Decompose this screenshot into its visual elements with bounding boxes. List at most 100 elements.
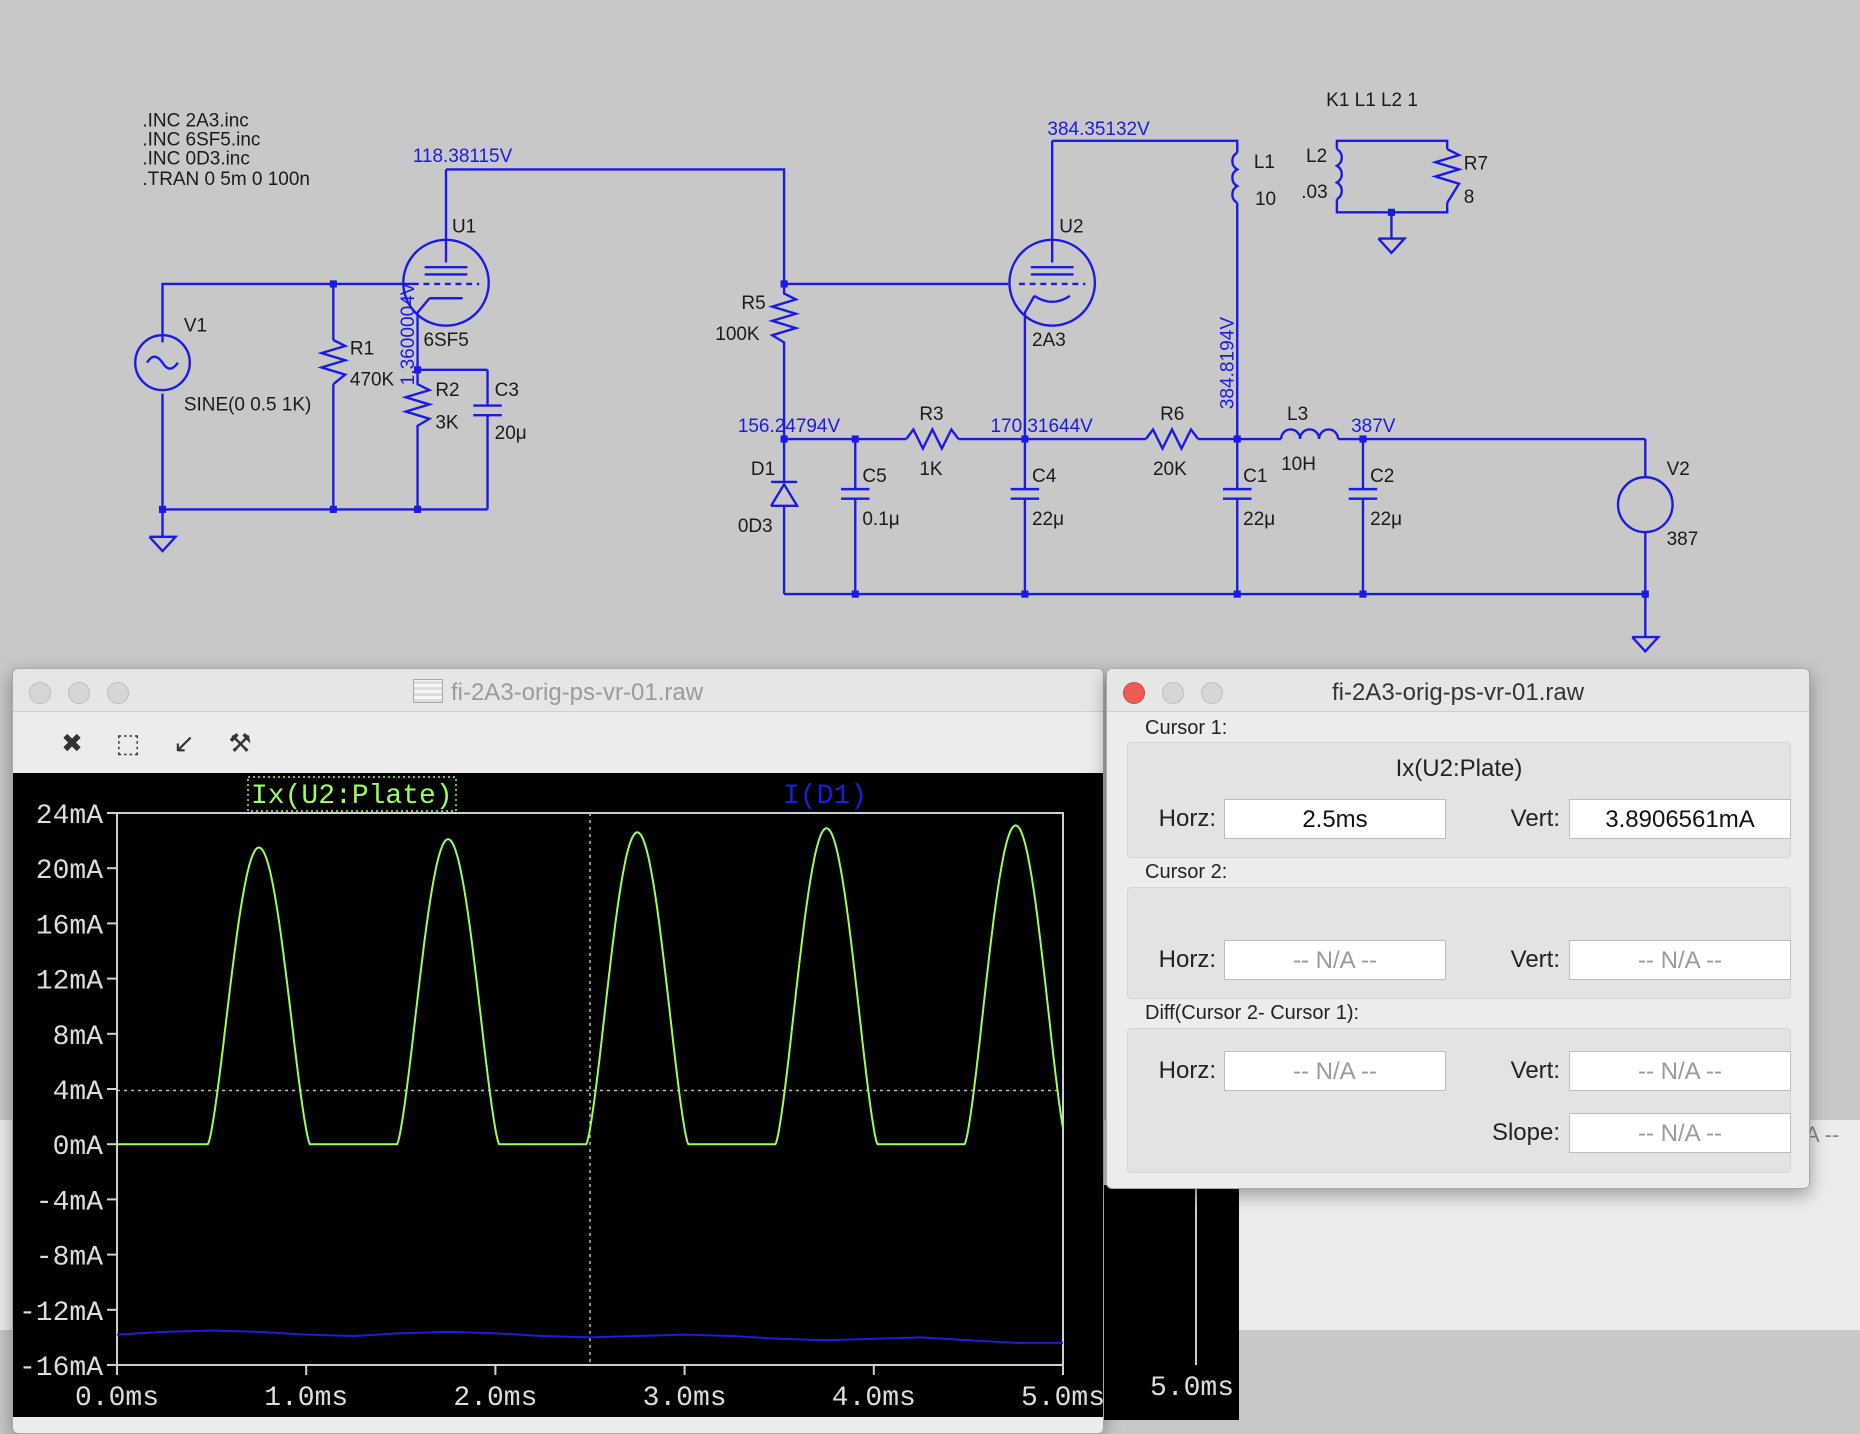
y-tick-label: 12mA	[36, 967, 103, 998]
y-tick-label: -4mA	[36, 1187, 103, 1218]
l2-name: L2	[1306, 146, 1327, 167]
r5-name: R5	[741, 293, 765, 314]
r5-value: 100K	[715, 324, 760, 345]
cursor2-label: Cursor 2:	[1145, 861, 1228, 883]
u1-name: U1	[452, 217, 476, 238]
cursor-window-title: fi-2A3-orig-ps-vr-01.raw	[1331, 679, 1585, 706]
background-x-label: 5.0ms	[1150, 1373, 1235, 1404]
coupling-directive: K1 L1 L2 1	[1326, 90, 1418, 111]
r3-name: R3	[919, 404, 943, 425]
c2-name: C2	[1370, 466, 1394, 487]
cursor1-group: Ix(U2:Plate) Horz: 2.5ms Vert: 3.8906561…	[1127, 742, 1791, 858]
cursor1-horz-field[interactable]: 2.5ms	[1224, 799, 1446, 839]
voltage-node-c1: 384.8194V	[1218, 317, 1239, 410]
cursor2-vert-label: Vert:	[1510, 946, 1560, 973]
background-fragment: A --	[1805, 1122, 1840, 1147]
zoom-button[interactable]	[1201, 682, 1223, 704]
minimize-button[interactable]	[1162, 682, 1184, 704]
cursor-window[interactable]: fi-2A3-orig-ps-vr-01.raw Cursor 1: Ix(U2…	[1106, 668, 1810, 1189]
voltage-u2-plate: 384.35132V	[1047, 119, 1150, 140]
zoom-cancel-icon[interactable]: ✖	[61, 728, 83, 758]
cursor1-trace: Ix(U2:Plate)	[1395, 755, 1523, 782]
r6-value: 20K	[1153, 459, 1187, 480]
diff-slope-field[interactable]: -- N/A --	[1569, 1113, 1791, 1153]
v1-value: SINE(0 0.5 1K)	[184, 394, 312, 415]
l3-name: L3	[1287, 404, 1308, 425]
y-tick-label: -16mA	[19, 1353, 103, 1384]
schematic-canvas[interactable]: .INC 2A3.inc .INC 6SF5.inc .INC 0D3.inc …	[0, 0, 1860, 680]
zoom-extents-icon[interactable]: ⬚	[115, 728, 141, 758]
cursor2-horz-field[interactable]: -- N/A --	[1224, 940, 1446, 980]
cursor2-group: Horz: -- N/A -- Vert: -- N/A --	[1127, 887, 1791, 999]
cursor1-label: Cursor 1:	[1145, 717, 1228, 739]
v2-value: 387	[1667, 529, 1699, 550]
legend-ix-u2-plate[interactable]: Ix(U2:Plate)	[251, 781, 453, 812]
y-tick-label: 8mA	[53, 1022, 104, 1053]
voltage-node-c2: 387V	[1351, 416, 1396, 437]
legend-selection-box	[247, 776, 457, 812]
close-button[interactable]	[29, 682, 51, 704]
u1-type: 6SF5	[423, 330, 468, 351]
l1-name: L1	[1254, 152, 1275, 173]
y-tick-label: -8mA	[36, 1243, 103, 1274]
d1-name: D1	[751, 459, 775, 480]
r3-value: 1K	[919, 459, 943, 480]
waveform-file-icon	[412, 679, 443, 703]
c5-value: 0.1μ	[862, 509, 899, 530]
voltage-node-c4: 170.31644V	[990, 416, 1093, 437]
x-tick-label: 3.0ms	[643, 1383, 727, 1414]
voltage-u1-cathode: 1.3600004V	[398, 282, 419, 385]
y-tick-label: 24mA	[36, 801, 103, 832]
diff-horz-field[interactable]: -- N/A --	[1224, 1051, 1446, 1091]
x-tick-label: 2.0ms	[453, 1383, 537, 1414]
directive-2: .INC 6SF5.inc	[142, 129, 260, 150]
zoom-button[interactable]	[107, 682, 129, 704]
cursor2-vert-field[interactable]: -- N/A --	[1569, 940, 1791, 980]
zoom-back-icon[interactable]: ↙	[173, 728, 195, 758]
r1-value: 470K	[350, 369, 395, 390]
directive-4: .TRAN 0 5m 0 100n	[142, 169, 310, 190]
l3-value: 10H	[1281, 454, 1316, 475]
x-tick-label: 4.0ms	[832, 1383, 916, 1414]
diff-label: Diff(Cursor 2- Cursor 1):	[1145, 1002, 1360, 1024]
l2-value: .03	[1301, 182, 1327, 203]
x-tick-label: 5.0ms	[1021, 1383, 1104, 1414]
trace-i-d1	[116, 1329, 1063, 1344]
diff-vert-label: Vert:	[1510, 1057, 1560, 1084]
c5-name: C5	[862, 466, 886, 487]
diff-group: Horz: -- N/A -- Vert: -- N/A -- Slope: -…	[1127, 1028, 1791, 1173]
c3-name: C3	[495, 380, 519, 401]
y-tick-label: 4mA	[53, 1077, 104, 1108]
directive-3: .INC 0D3.inc	[142, 149, 249, 170]
c2-value: 22μ	[1370, 509, 1402, 530]
cursor1-vert-field[interactable]: 3.8906561mA	[1569, 799, 1791, 839]
diff-horz-label: Horz:	[1158, 1057, 1216, 1084]
legend-i-d1[interactable]: I(D1)	[783, 781, 867, 812]
directive-1: .INC 2A3.inc	[142, 110, 248, 131]
x-tick-label: 0.0ms	[75, 1383, 159, 1414]
l1-value: 10	[1255, 189, 1276, 210]
plot-window-titlebar[interactable]: fi-2A3-orig-ps-vr-01.raw	[13, 669, 1103, 712]
close-button[interactable]	[1123, 682, 1145, 704]
cursor1-vert-label: Vert:	[1510, 805, 1560, 832]
u2-name: U2	[1059, 217, 1083, 238]
probe-icon[interactable]: ⚒	[228, 728, 252, 758]
voltage-u1-plate: 118.38115V	[413, 146, 513, 167]
r6-name: R6	[1160, 404, 1184, 425]
c4-value: 22μ	[1032, 509, 1064, 530]
r7-name: R7	[1464, 153, 1488, 174]
plot-window-title: fi-2A3-orig-ps-vr-01.raw	[13, 679, 1103, 707]
u2-type: 2A3	[1032, 330, 1066, 351]
diff-vert-field[interactable]: -- N/A --	[1569, 1051, 1791, 1091]
v1-name: V1	[184, 316, 207, 337]
x-tick-label: 1.0ms	[264, 1383, 348, 1414]
cursor-window-titlebar[interactable]: fi-2A3-orig-ps-vr-01.raw	[1107, 669, 1809, 712]
waveform-plot[interactable]: 24mA20mA16mA12mA8mA4mA0mA-4mA-8mA-12mA-1…	[13, 773, 1104, 1417]
background-plot: 5.0ms	[1100, 1185, 1239, 1420]
c1-name: C1	[1243, 466, 1267, 487]
y-tick-label: -12mA	[19, 1298, 103, 1329]
r7-value: 8	[1464, 187, 1475, 208]
v2-name: V2	[1667, 459, 1690, 480]
minimize-button[interactable]	[68, 682, 90, 704]
